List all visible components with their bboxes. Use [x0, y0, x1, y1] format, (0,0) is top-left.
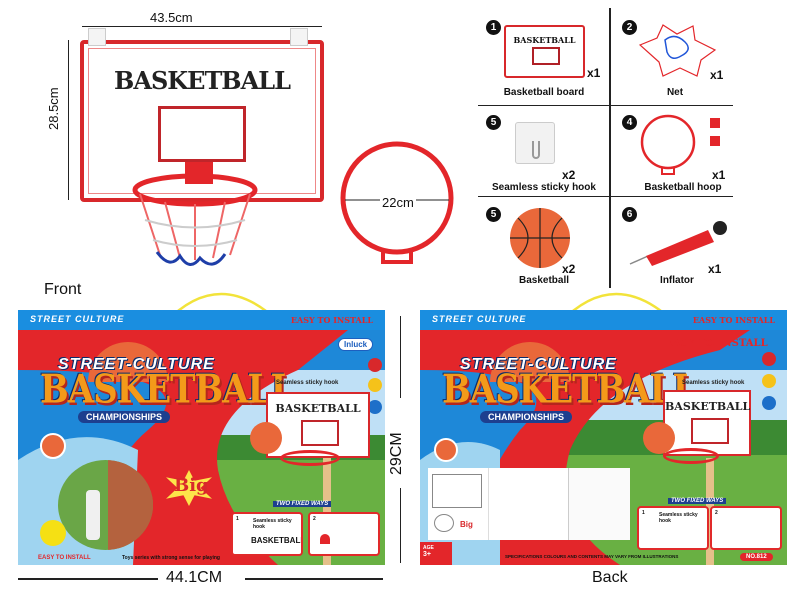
front-caption: Front — [44, 281, 82, 298]
inset-hoop-mount: 2 — [710, 506, 782, 550]
top-strip: STREET CULTURE EASY TO INSTALL — [420, 310, 787, 330]
front-box: STREET CULTURE EASY TO INSTALL STREET-CU… — [18, 310, 385, 565]
logo-main: BASKETBALL — [40, 367, 294, 413]
pole — [323, 458, 331, 565]
big-badge: Big — [174, 475, 209, 496]
back-caption: Back — [592, 569, 628, 586]
box-height-label: 29CM — [388, 432, 405, 475]
box-height-arrow-bottom — [400, 488, 401, 563]
thumbs-up-icon — [762, 352, 776, 366]
logo-main: BASKETBALL — [442, 367, 696, 413]
hook-label: Seamless sticky hook — [682, 380, 745, 386]
grid-divider-row1 — [478, 105, 733, 106]
fixed-ways-label: TWO FIXED WAYS — [273, 501, 332, 507]
box-hoop — [280, 450, 340, 466]
board-thumbnail: BASKETBALL — [504, 25, 585, 78]
brand-logo: Inluck — [338, 338, 374, 351]
board-height-label: 28.5cm — [46, 87, 61, 130]
box-width-label: 44.1CM — [166, 569, 223, 586]
ball-badge-icon — [40, 433, 66, 459]
box-hoop — [663, 448, 719, 464]
thumbs-up-icon — [368, 358, 382, 372]
box-width-arrow-right — [245, 578, 383, 580]
instruction-sheet: Big — [428, 468, 630, 540]
ball-image — [643, 422, 675, 454]
box-height-arrow-top — [400, 316, 401, 398]
logo-top: STREET-CULTURE — [460, 356, 617, 373]
logo-top: STREET-CULTURE — [58, 356, 215, 373]
inset-hoop-mount: 2 — [308, 512, 380, 556]
width-dimension-line — [82, 26, 322, 27]
strip-left-text: STREET CULTURE — [30, 314, 125, 324]
box-backboard: BASKETBALL — [266, 392, 370, 458]
fixed-ways-label: TWO FIXED WAYS — [668, 498, 727, 504]
sun-icon — [368, 378, 382, 392]
sticky-hook-right — [290, 28, 308, 46]
logo-sub: CHAMPIONSHIPS — [78, 411, 171, 423]
box-width-arrow-left — [18, 578, 158, 580]
grid-divider-row2 — [478, 196, 733, 197]
logo-sub: CHAMPIONSHIPS — [480, 411, 573, 423]
height-dimension-line — [68, 40, 69, 200]
easy-install-label: EASY TO INSTALL — [38, 555, 91, 561]
easy-install-heading: EASY TO INSTALL — [665, 338, 768, 349]
top-strip: STREET CULTURE EASY TO INSTALL — [18, 310, 385, 330]
sticky-hook-icon — [515, 122, 555, 164]
hook-label: Seamless sticky hook — [276, 380, 339, 386]
target-square — [158, 106, 246, 162]
safety-icon — [762, 396, 776, 410]
disclaimer: SPECIFICATIONS COLOURS AND CONTENTS MAY … — [505, 554, 679, 559]
board-logo: BASKETBALL — [114, 66, 291, 95]
kid-photo — [58, 460, 153, 550]
grid-divider-vertical — [609, 8, 611, 288]
inset-sticky-hook: 1 Seamless sticky hook BASKETBALL — [231, 512, 303, 556]
back-box: STREET CULTURE EASY TO INSTALL EASY TO I… — [420, 310, 787, 565]
info-bubble — [40, 520, 66, 546]
strip-right-text: EASY TO INSTALL — [692, 315, 775, 325]
ball-image — [250, 422, 282, 454]
board-width-label: 43.5cm — [150, 10, 193, 25]
safety-icon — [368, 400, 382, 414]
basketball-icon — [510, 208, 570, 268]
big-badge: Big — [460, 520, 473, 529]
hoop-diameter-label: 22cm — [380, 195, 416, 210]
sun-icon — [762, 374, 776, 388]
inflator-icon — [629, 221, 727, 266]
model-number: NO.812 — [740, 553, 773, 561]
strip-right-text: EASY TO INSTALL — [290, 315, 373, 325]
strip-left-text: STREET CULTURE — [432, 314, 527, 324]
ball-badge-icon — [434, 438, 458, 462]
hoop-icon — [640, 114, 720, 175]
inset-sticky-hook: 1 Seamless sticky hook — [637, 506, 709, 550]
sticky-hook-left — [88, 28, 106, 46]
hoop-with-net — [132, 162, 258, 266]
box-backboard: BASKETBALL — [663, 390, 751, 456]
net-icon — [638, 24, 717, 77]
tagline: Toys series with strong sense for playin… — [122, 555, 220, 561]
